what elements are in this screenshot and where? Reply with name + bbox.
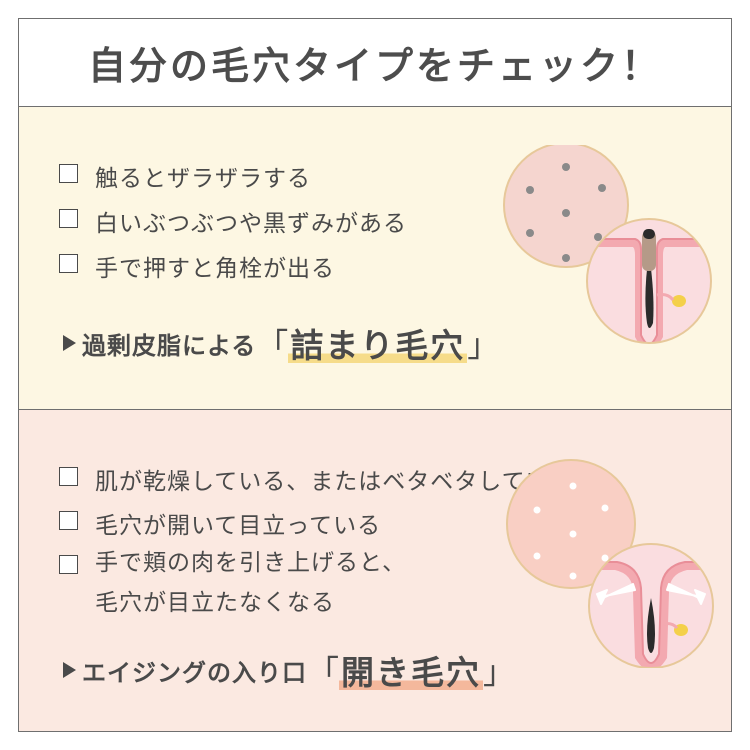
pore-cross-section-icon [587, 219, 711, 343]
conclusion-lead: 過剰皮脂による [82, 331, 257, 360]
open-bracket: 「 [307, 653, 340, 691]
check-item[interactable]: 毛穴が開いて目立っている [59, 506, 574, 550]
check-item-label-line: 毛穴が目立たなくなる [95, 590, 335, 616]
conclusion-lead: エイジングの入り口 [82, 658, 307, 687]
clogged-pore-section: 触るとザラザラする 白いぶつぶつや黒ずみがある 手で押すと角栓が出る 過剰皮脂に… [19, 107, 731, 410]
dark-pore-dots [526, 163, 606, 262]
checkbox[interactable] [59, 511, 78, 530]
close-bracket: 」 [467, 326, 500, 364]
pore-type-card: 自分の毛穴タイプをチェック！ 触るとザラザラする 白いぶつぶつや黒ずみがある 手… [18, 18, 732, 732]
check-item-label: 触るとザラザラする [95, 166, 311, 192]
check-item-label: 手で押すと角栓が出る [95, 256, 335, 282]
arrow-left-icon [596, 583, 636, 605]
check-item-label: 肌が乾燥している、またはベタベタしている [95, 469, 574, 495]
checkbox[interactable] [59, 467, 78, 486]
check-item-label: 白いぶつぶつや黒ずみがある [95, 211, 407, 237]
check-item[interactable]: 肌が乾燥している、またはベタベタしている [59, 462, 574, 506]
checkbox[interactable] [59, 555, 78, 574]
open-pore-section: 肌が乾燥している、またはベタベタしている 毛穴が開いて目立っている 手で頬の肉を… [19, 410, 731, 731]
open-pore-illustration [506, 459, 714, 668]
check-item-label-multiline: 手で頬の肉を引き上げると、 毛穴が目立たなくなる [95, 543, 406, 623]
check-item[interactable]: 触るとザラザラする [59, 159, 407, 204]
check-item[interactable]: 手で押すと角栓が出る [59, 249, 407, 294]
checkbox[interactable] [59, 164, 78, 183]
clogged-pore-illustration [503, 145, 712, 344]
clogged-conclusion: 過剰皮脂による 「 詰まり毛穴 」 [63, 319, 499, 367]
header: 自分の毛穴タイプをチェック！ [19, 19, 731, 107]
open-pore-cross-section-icon [589, 544, 713, 668]
conclusion-highlight: 開き毛穴 [339, 646, 484, 694]
open-conclusion: エイジングの入り口 「 開き毛穴 」 [63, 646, 515, 694]
checkbox[interactable] [59, 254, 78, 273]
triangle-right-icon [63, 662, 76, 678]
checkbox[interactable] [59, 209, 78, 228]
white-pore-dots [533, 482, 609, 580]
check-item[interactable]: 白いぶつぶつや黒ずみがある [59, 204, 407, 249]
check-item[interactable]: 手で頬の肉を引き上げると、 毛穴が目立たなくなる [59, 550, 574, 616]
open-checklist: 肌が乾燥している、またはベタベタしている 毛穴が開いて目立っている 手で頬の肉を… [59, 462, 574, 616]
open-bracket: 「 [256, 326, 289, 364]
conclusion-highlight: 詰まり毛穴 [288, 319, 468, 367]
check-item-label: 毛穴が開いて目立っている [95, 513, 382, 539]
clogged-checklist: 触るとザラザラする 白いぶつぶつや黒ずみがある 手で押すと角栓が出る [59, 159, 407, 294]
arrow-right-icon [666, 583, 706, 605]
page-title: 自分の毛穴タイプをチェック！ [87, 44, 662, 88]
triangle-right-icon [63, 335, 76, 351]
close-bracket: 」 [483, 653, 516, 691]
check-item-label-line: 手で頬の肉を引き上げると、 [95, 550, 407, 576]
